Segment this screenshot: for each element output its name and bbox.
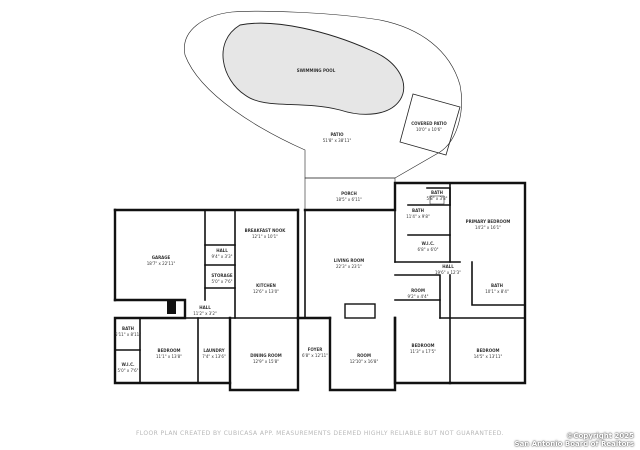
svg-text:11'4" x 9'8": 11'4" x 9'8" (406, 214, 430, 219)
svg-text:BEDROOM: BEDROOM (477, 348, 500, 353)
svg-text:19'6" x 12'3": 19'6" x 12'3" (435, 270, 461, 275)
label-room-small: ROOM 9'2" x 4'4" (408, 288, 429, 299)
svg-text:12'9" x 15'8": 12'9" x 15'8" (253, 359, 279, 364)
label-bedroom-right: BEDROOM 14'5" x 13'11" (474, 348, 503, 359)
svg-text:14'5" x 13'11": 14'5" x 13'11" (474, 354, 503, 359)
svg-text:DINING ROOM: DINING ROOM (250, 353, 282, 358)
svg-text:6'8" x 6'0": 6'8" x 6'0" (418, 247, 439, 252)
bath-fixture (429, 195, 445, 205)
label-primary-bedroom: PRIMARY BEDROOM 14'2" x 16'1" (466, 219, 511, 230)
room-labels: SWIMMING POOL COVERED PATIO 10'0" x 10'6… (115, 68, 510, 373)
svg-text:9'4" x 3'3": 9'4" x 3'3" (212, 254, 233, 259)
svg-text:18'7" x 22'11": 18'7" x 22'11" (147, 261, 176, 266)
label-living-room: LIVING ROOM 22'3" x 23'1" (334, 258, 365, 269)
exterior-walls (113, 181, 527, 392)
svg-text:5'0" x 7'6": 5'0" x 7'6" (212, 279, 233, 284)
copyright-line-1: ©Copyright 2025 (566, 432, 634, 440)
svg-text:12'10" x 16'8": 12'10" x 16'8" (350, 359, 379, 364)
copyright-line-2: San Antonio Board of Realtors (514, 440, 634, 448)
label-storage: STORAGE 5'0" x 7'6" (211, 273, 232, 284)
svg-text:ROOM: ROOM (357, 353, 371, 358)
svg-text:7'4" x 13'6": 7'4" x 13'6" (202, 354, 226, 359)
label-swimming-pool: SWIMMING POOL (297, 68, 336, 73)
svg-text:HALL: HALL (216, 248, 228, 253)
svg-text:PORCH: PORCH (341, 191, 357, 196)
svg-text:11'2" x 3'2": 11'2" x 3'2" (193, 311, 217, 316)
svg-text:22'3" x 23'1": 22'3" x 23'1" (336, 264, 362, 269)
svg-text:PRIMARY BEDROOM: PRIMARY BEDROOM (466, 219, 511, 224)
svg-text:LIVING ROOM: LIVING ROOM (334, 258, 365, 263)
label-covered-patio: COVERED PATIO 10'0" x 10'6" (411, 121, 447, 132)
living-fireplace (344, 303, 376, 319)
label-bath-right: BATH 10'1" x 8'4" (485, 283, 509, 294)
svg-text:STORAGE: STORAGE (211, 273, 232, 278)
svg-text:ROOM: ROOM (411, 288, 425, 293)
copyright-watermark: ©Copyright 2025 San Antonio Board of Rea… (515, 432, 634, 448)
label-kitchen: KITCHEN 12'6" x 13'0" (253, 283, 279, 294)
label-bedroom-mid: BEDROOM 11'3" x 17'5" (410, 343, 436, 354)
svg-text:10'1" x 8'4": 10'1" x 8'4" (485, 289, 509, 294)
svg-text:SWIMMING POOL: SWIMMING POOL (297, 68, 336, 73)
label-bath-left: BATH 5'11" x 8'11" (115, 326, 141, 337)
label-breakfast-nook: BREAKFAST NOOK 12'1" x 10'1" (245, 228, 287, 239)
label-hall-3: HALL 11'2" x 3'2" (193, 305, 217, 316)
label-patio: PATIO 51'8" x 38'11" (323, 132, 352, 143)
svg-text:12'1" x 10'1": 12'1" x 10'1" (252, 234, 278, 239)
svg-text:11'3" x 17'5": 11'3" x 17'5" (410, 349, 436, 354)
svg-text:W.I.C.: W.I.C. (121, 362, 135, 367)
svg-text:BEDROOM: BEDROOM (412, 343, 435, 348)
label-bath-primary: BATH 11'4" x 9'8" (406, 208, 430, 219)
svg-text:GARAGE: GARAGE (152, 255, 171, 260)
label-bath-top: BATH 5'8" x 3'8" (427, 190, 448, 201)
fireplace-block (167, 300, 176, 314)
label-garage: GARAGE 18'7" x 22'11" (147, 255, 176, 266)
svg-text:FOYER: FOYER (308, 347, 323, 352)
svg-text:5'8" x 3'8": 5'8" x 3'8" (427, 196, 448, 201)
label-wic-primary: W.I.C. 6'8" x 6'0" (418, 241, 439, 252)
svg-text:LAUNDRY: LAUNDRY (203, 348, 224, 353)
label-dining-room: DINING ROOM 12'9" x 15'8" (250, 353, 282, 364)
label-wic-left: W.I.C. 5'0" x 7'6" (118, 362, 139, 373)
svg-text:KITCHEN: KITCHEN (256, 283, 276, 288)
label-bedroom-left: BEDROOM 11'1" x 13'8" (156, 348, 182, 359)
svg-text:5'0" x 7'6": 5'0" x 7'6" (118, 368, 139, 373)
swimming-pool-outline (222, 22, 405, 115)
label-laundry: LAUNDRY 7'4" x 13'6" (202, 348, 226, 359)
interior-walls (114, 182, 526, 384)
svg-text:COVERED PATIO: COVERED PATIO (411, 121, 447, 126)
svg-text:HALL: HALL (442, 264, 454, 269)
svg-text:10'0" x 10'6": 10'0" x 10'6" (416, 127, 442, 132)
svg-text:BREAKFAST NOOK: BREAKFAST NOOK (245, 228, 287, 233)
svg-text:PATIO: PATIO (331, 132, 345, 137)
svg-text:14'2" x 16'1": 14'2" x 16'1" (475, 225, 501, 230)
label-porch: PORCH 18'5" x 6'11" (336, 191, 362, 202)
svg-text:BATH: BATH (431, 190, 443, 195)
svg-text:W.I.C.: W.I.C. (421, 241, 435, 246)
svg-text:12'6" x 13'0": 12'6" x 13'0" (253, 289, 279, 294)
label-hall-2: HALL 19'6" x 12'3" (435, 264, 461, 275)
covered-patio-outline (399, 93, 461, 156)
label-room-front: ROOM 12'10" x 16'8" (350, 353, 379, 364)
svg-text:5'11" x 8'11": 5'11" x 8'11" (115, 332, 141, 337)
footer-disclaimer: FLOOR PLAN CREATED BY CUBICASA APP. MEAS… (135, 430, 505, 437)
svg-text:BATH: BATH (412, 208, 424, 213)
svg-text:HALL: HALL (199, 305, 211, 310)
label-hall-1: HALL 9'4" x 3'3" (212, 248, 233, 259)
svg-text:11'1" x 13'8": 11'1" x 13'8" (156, 354, 182, 359)
svg-text:6'8" x 12'11": 6'8" x 12'11" (302, 353, 328, 358)
svg-text:51'8" x 38'11": 51'8" x 38'11" (323, 138, 352, 143)
svg-text:BATH: BATH (122, 326, 134, 331)
patio-outline (184, 10, 462, 179)
label-foyer: FOYER 6'8" x 12'11" (302, 347, 328, 358)
svg-text:BATH: BATH (491, 283, 503, 288)
svg-text:9'2" x 4'4": 9'2" x 4'4" (408, 294, 429, 299)
svg-text:BEDROOM: BEDROOM (158, 348, 181, 353)
svg-text:18'5" x 6'11": 18'5" x 6'11" (336, 197, 362, 202)
